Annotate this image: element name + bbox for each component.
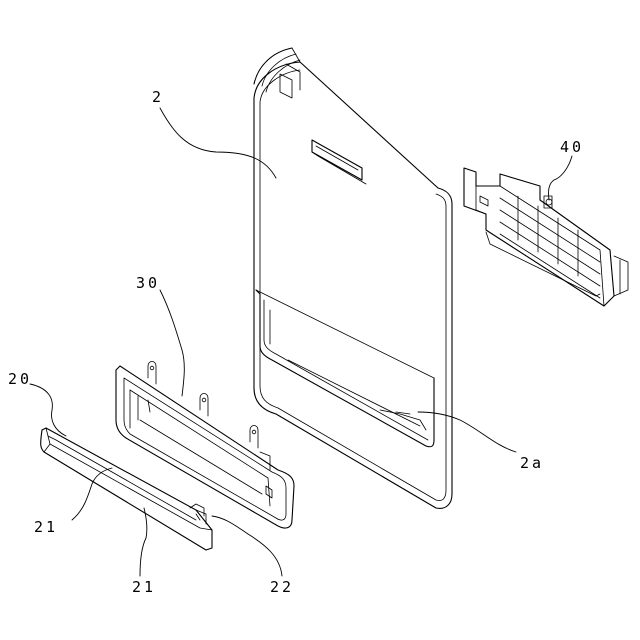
label-20: 20 xyxy=(8,370,32,388)
leader-22 xyxy=(212,516,282,576)
label-2: 2 xyxy=(152,88,164,106)
leader-2 xyxy=(160,108,276,178)
label-21-upper: 21 xyxy=(34,518,58,536)
label-22: 22 xyxy=(270,578,294,596)
label-2a: 2a xyxy=(520,454,544,472)
label-40: 40 xyxy=(560,138,584,156)
leader-20 xyxy=(30,384,66,436)
leader-40 xyxy=(549,156,572,200)
reference-labels: 2 40 30 20 2a 21 21 22 xyxy=(8,88,584,596)
leader-30 xyxy=(160,290,184,396)
frame xyxy=(116,362,294,529)
label-30: 30 xyxy=(136,274,160,292)
front-panel xyxy=(254,48,452,508)
label-21-lower: 21 xyxy=(132,578,156,596)
leader-21-lower xyxy=(140,508,147,576)
leader-lines xyxy=(30,108,572,576)
bar-assembly xyxy=(41,428,212,550)
filter-unit xyxy=(464,168,628,306)
